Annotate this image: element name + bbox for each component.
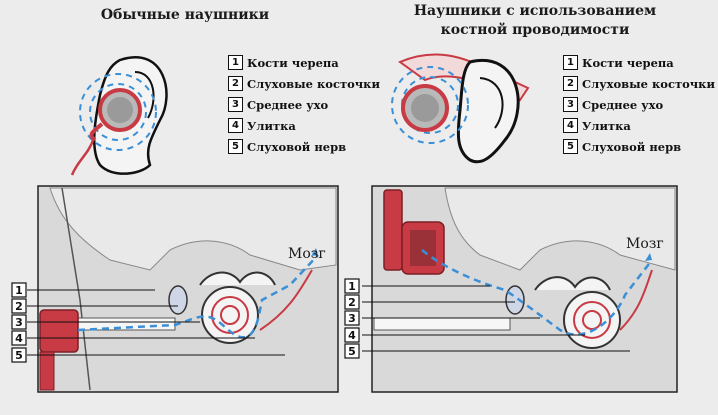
legend-item: 3 Среднее ухо <box>228 94 380 115</box>
brain-label-right: Мозг <box>626 236 664 252</box>
legend-label: Среднее ухо <box>582 97 664 112</box>
legend-label: Слуховые косточки <box>582 76 716 91</box>
legend-label: Слуховой нерв <box>247 139 347 154</box>
title-line-1: Наушники с использованием <box>413 3 657 19</box>
legend-number: 2 <box>563 76 578 91</box>
legend-item: 2 Слуховые косточки <box>228 73 380 94</box>
legend-item: 2 Слуховые косточки <box>563 73 715 94</box>
marker-2: 2 <box>348 296 356 309</box>
legend-label: Кости черепа <box>582 55 674 70</box>
legend-label: Слуховые косточки <box>247 76 381 91</box>
marker-4: 4 <box>15 332 23 345</box>
legend-number: 4 <box>563 118 578 133</box>
cochlea-right <box>563 291 622 349</box>
brain-label-left: Мозг <box>288 246 326 262</box>
legend-label: Улитка <box>247 118 296 133</box>
title-line-1: Обычные наушники <box>100 7 270 23</box>
legend-label: Кости черепа <box>247 55 339 70</box>
legend-number: 5 <box>563 139 578 154</box>
marker-3: 3 <box>15 316 23 329</box>
title-regular-headphones: Обычные наушники <box>95 6 275 25</box>
legend-number: 1 <box>228 55 243 70</box>
title-bone-conduction: Наушники с использованием костной провод… <box>395 2 675 40</box>
legend-item: 5 Слуховой нерв <box>563 136 715 157</box>
legend-number: 3 <box>228 97 243 112</box>
legend-item: 5 Слуховой нерв <box>228 136 380 157</box>
legend-number: 3 <box>563 97 578 112</box>
ear-bone-conduction <box>391 53 530 164</box>
right-section-markers: 1 2 3 4 5 <box>344 278 360 359</box>
legend-label: Улитка <box>582 118 631 133</box>
marker-1: 1 <box>15 284 23 297</box>
legend-item: 1 Кости черепа <box>228 52 380 73</box>
marker-1: 1 <box>348 280 356 293</box>
marker-5: 5 <box>15 349 23 362</box>
legend-right: 1 Кости черепа 2 Слуховые косточки 3 Средне… <box>563 52 715 157</box>
marker-5: 5 <box>348 345 356 358</box>
legend-number: 2 <box>228 76 243 91</box>
legend-label: Среднее ухо <box>247 97 329 112</box>
legend-left: 1 Кости черепа 2 Слуховые косточки 3 Средне… <box>228 52 380 157</box>
legend-item: 3 Среднее ухо <box>563 94 715 115</box>
cochlea-left <box>201 286 260 344</box>
ear-regular-earphone <box>70 56 168 176</box>
legend-number: 4 <box>228 118 243 133</box>
cross-section-regular: 1 2 3 4 5 Мозг <box>11 185 339 393</box>
left-section-markers: 1 2 3 4 5 <box>11 282 27 363</box>
legend-number: 1 <box>563 55 578 70</box>
marker-3: 3 <box>348 312 356 325</box>
title-line-2: костной проводимости <box>440 22 630 38</box>
marker-4: 4 <box>348 329 356 342</box>
legend-item: 1 Кости черепа <box>563 52 715 73</box>
legend-label: Слуховой нерв <box>582 139 682 154</box>
marker-2: 2 <box>15 300 23 313</box>
legend-item: 4 Улитка <box>228 115 380 136</box>
cross-section-bone: 1 2 3 4 5 Мозг <box>344 185 678 393</box>
legend-item: 4 Улитка <box>563 115 715 136</box>
legend-number: 5 <box>228 139 243 154</box>
